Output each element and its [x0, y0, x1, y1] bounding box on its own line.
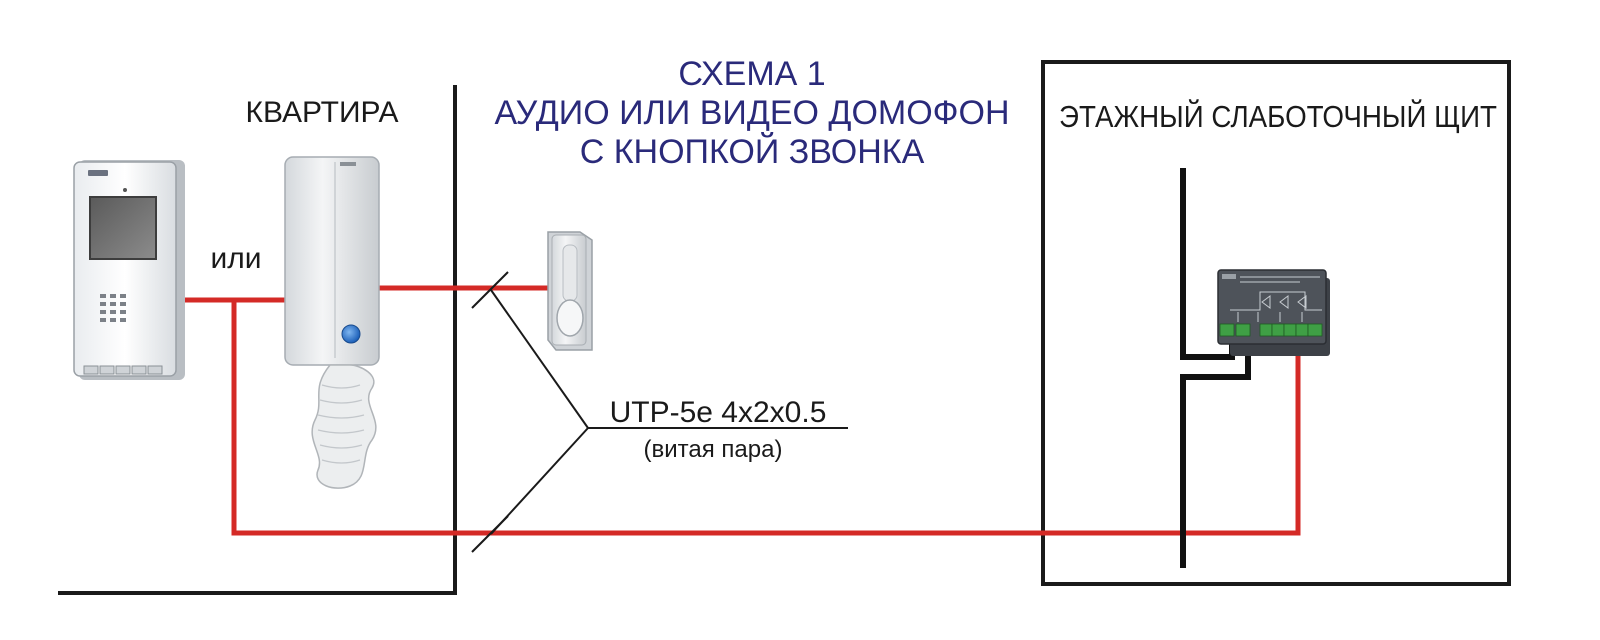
title-line-1: СХЕМА 1	[678, 55, 825, 93]
doorbell-button-image	[547, 231, 593, 351]
cable-pointer	[471, 271, 848, 553]
apartment-wall	[58, 85, 457, 595]
distributor-module-image	[1217, 269, 1330, 356]
red-wires	[183, 285, 1301, 536]
video-monitor-image	[73, 160, 185, 380]
wire-to-distributor	[231, 300, 1301, 536]
cable-type-label: UTP-5e 4x2x0.5	[610, 396, 827, 429]
title-block: СХЕМА 1 АУДИО ИЛИ ВИДЕО ДОМОФОН С КНОПКО…	[494, 55, 1009, 171]
floor-panel-box	[1041, 60, 1511, 586]
title-line-3: С КНОПКОЙ ЗВОНКА	[580, 133, 925, 171]
title-line-2: АУДИО ИЛИ ВИДЕО ДОМОФОН	[494, 94, 1009, 132]
riser-cable	[1180, 168, 1251, 568]
audio-handset-image	[284, 156, 380, 489]
or-label: или	[210, 242, 261, 275]
cable-note-label: (витая пара)	[644, 436, 783, 463]
apartment-label: КВАРТИРА	[245, 96, 398, 129]
panel-label: ЭТАЖНЫЙ СЛАБОТОЧНЫЙ ЩИТ	[1059, 98, 1497, 134]
